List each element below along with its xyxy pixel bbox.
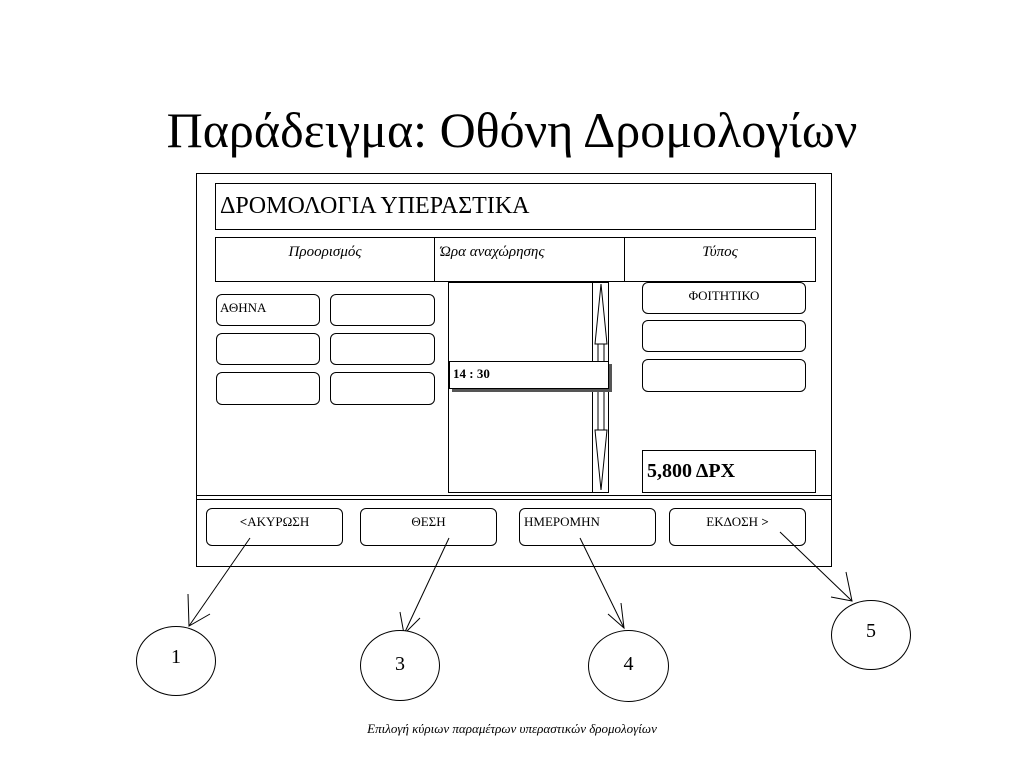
divider bbox=[196, 495, 832, 496]
cancel-label: ΑΚΥΡΩΣΗ bbox=[247, 514, 310, 529]
slide-title: Παράδειγμα: Οθόνη Δρομολογίων bbox=[166, 102, 858, 158]
date-label: ΗΜΕΡΟΜΗΝ bbox=[524, 514, 600, 529]
cancel-button[interactable]: <ΑΚΥΡΩΣΗ bbox=[206, 508, 343, 546]
destination-button[interactable] bbox=[330, 294, 435, 326]
divider bbox=[196, 499, 832, 500]
seat-button[interactable]: ΘΕΣΗ bbox=[360, 508, 497, 546]
destination-button[interactable] bbox=[330, 372, 435, 405]
date-button[interactable]: ΗΜΕΡΟΜΗΝ bbox=[519, 508, 656, 546]
ticket-type-button[interactable] bbox=[642, 320, 806, 352]
screen-header: ΔΡΟΜΟΛΟΓΙΑ ΥΠΕΡΑΣΤΙΚΑ bbox=[215, 183, 816, 230]
ticket-type-button[interactable] bbox=[642, 359, 806, 392]
column-type: Τύπος bbox=[702, 244, 738, 260]
right-arrow-icon: > bbox=[761, 514, 769, 529]
callout-5: 5 bbox=[831, 600, 911, 670]
price-display: 5,800 ΔΡΧ bbox=[642, 450, 816, 493]
destination-button[interactable] bbox=[216, 333, 320, 365]
destination-button[interactable]: ΑΘΗΝΑ bbox=[216, 294, 320, 326]
left-arrow-icon: < bbox=[239, 514, 248, 529]
column-destination: Προορισμός bbox=[216, 238, 435, 281]
issue-button[interactable]: ΕΚΔΟΣΗ > bbox=[669, 508, 806, 546]
selected-time-item[interactable]: 14 : 30 bbox=[449, 361, 609, 389]
issue-label: ΕΚΔΟΣΗ bbox=[706, 514, 759, 529]
seat-label: ΘΕΣΗ bbox=[411, 514, 446, 529]
column-headers: Προορισμός Ώρα αναχώρησης Τύπος bbox=[215, 237, 816, 282]
screen-frame bbox=[196, 173, 832, 567]
destination-button[interactable] bbox=[216, 372, 320, 405]
callout-4: 4 bbox=[588, 630, 669, 702]
destination-button[interactable] bbox=[330, 333, 435, 365]
callout-1: 1 bbox=[136, 626, 216, 696]
ticket-type-button[interactable]: ΦΟΙΤΗΤΙΚΟ bbox=[642, 282, 806, 314]
column-departure-time: Ώρα αναχώρησης bbox=[435, 238, 625, 281]
slide-caption: Επιλογή κύριων παραμέτρων υπεραστικών δρ… bbox=[367, 721, 657, 736]
callout-3: 3 bbox=[360, 630, 440, 701]
